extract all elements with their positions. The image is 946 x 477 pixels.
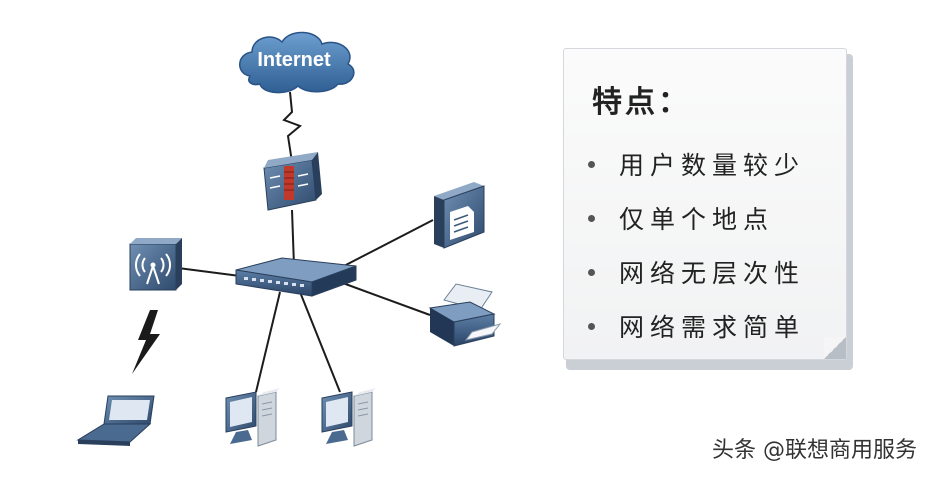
link-internet-firewall <box>282 91 302 163</box>
page-curl-corner <box>824 337 846 359</box>
feature-text: 用户数量较少 <box>619 151 806 180</box>
link-switch-desktop2 <box>299 291 341 393</box>
laptop-icon <box>76 395 155 446</box>
internet-label: Internet <box>257 49 331 71</box>
links <box>177 91 434 393</box>
bullet-icon <box>588 214 595 222</box>
panel-card: 特点： 用户数量较少 仅单个地点 网络无层次性 网络需求简单 <box>563 48 847 360</box>
link-firewall-switch <box>291 209 295 267</box>
link-switch-desktop1 <box>255 291 281 393</box>
switch-icon <box>235 257 357 297</box>
panel-title: 特点： <box>592 85 691 120</box>
server-icon <box>434 182 485 249</box>
feature-text: 网络无层次性 <box>619 259 806 288</box>
list-item: 仅单个地点 <box>588 191 805 245</box>
desktop-computer-icon-1 <box>225 388 280 447</box>
bullet-icon <box>588 268 595 276</box>
link-switch-printer <box>339 281 431 316</box>
link-switch-server <box>339 219 434 269</box>
feature-text: 仅单个地点 <box>619 205 775 234</box>
link-switch-ap <box>177 267 241 277</box>
desktop-computer-icon-2 <box>321 388 376 447</box>
list-item: 网络需求简单 <box>588 299 805 353</box>
features-panel: 特点： 用户数量较少 仅单个地点 网络无层次性 网络需求简单 <box>563 48 855 370</box>
list-item: 用户数量较少 <box>588 137 805 191</box>
bullet-icon <box>588 160 595 168</box>
wireless-ap-icon <box>129 238 182 291</box>
bullet-icon <box>588 322 595 330</box>
feature-text: 网络需求简单 <box>619 313 806 342</box>
printer-icon <box>428 283 502 347</box>
watermark-text: 头条 @联想商用服务 <box>712 438 917 463</box>
firewall-icon <box>263 152 322 211</box>
internet-cloud-icon: Internet <box>239 31 355 94</box>
wireless-signal-icon <box>132 310 160 374</box>
feature-list: 用户数量较少 仅单个地点 网络无层次性 网络需求简单 <box>588 137 805 353</box>
list-item: 网络无层次性 <box>588 245 805 299</box>
